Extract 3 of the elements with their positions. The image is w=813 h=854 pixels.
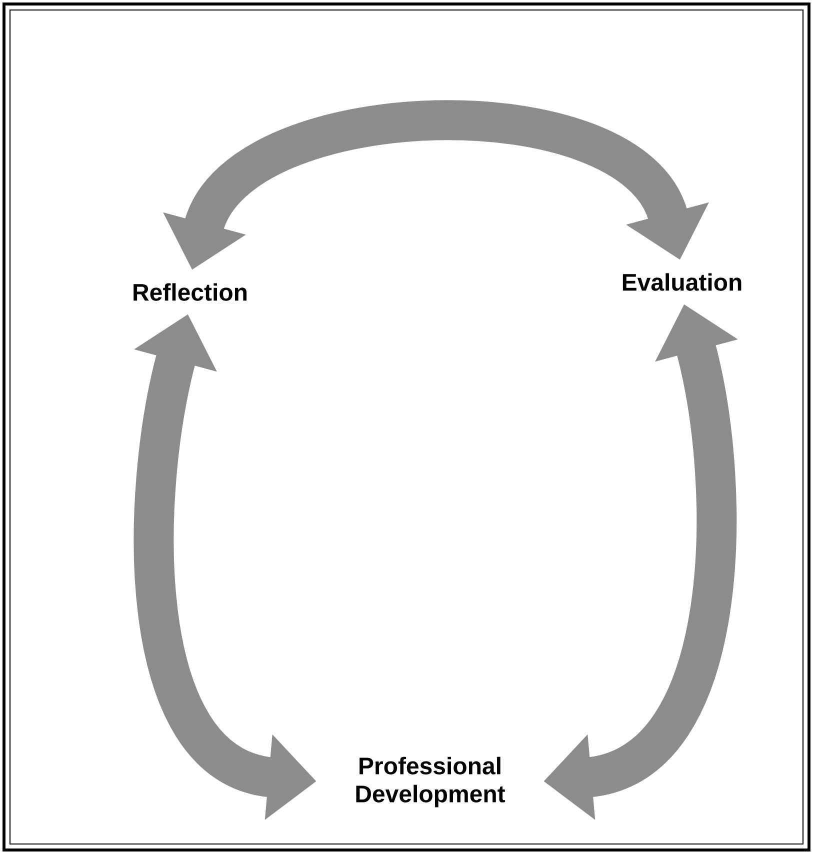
node-label: Reflection: [134, 283, 247, 301]
node-label: Evaluation: [622, 273, 742, 291]
node-label: Professional Development: [356, 756, 506, 808]
